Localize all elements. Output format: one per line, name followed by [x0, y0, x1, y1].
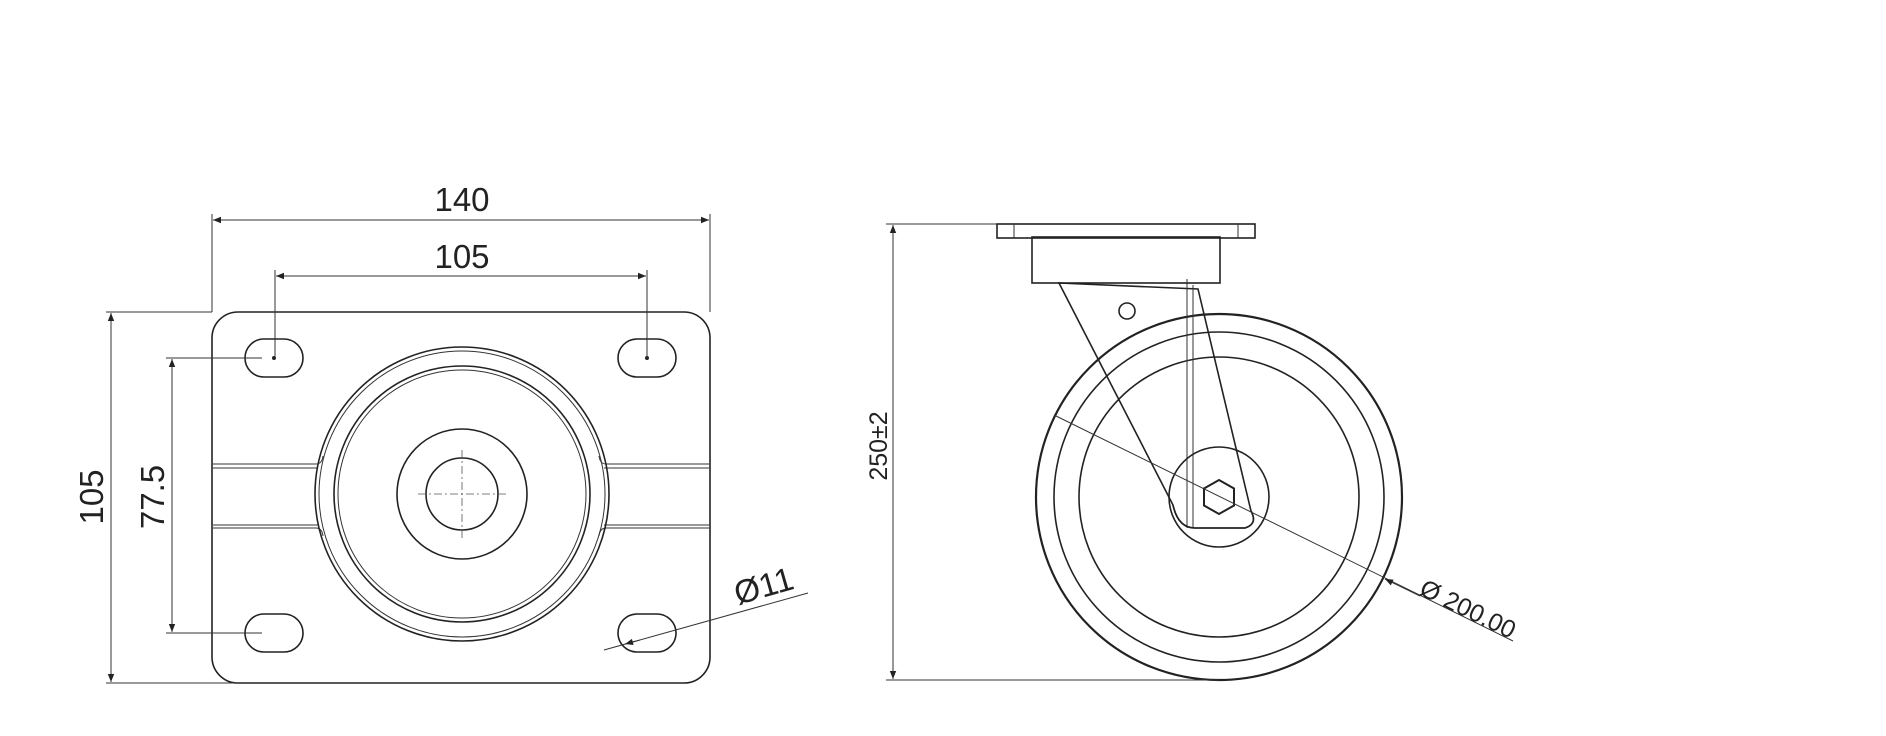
dimension-label: 105 [434, 238, 489, 275]
dimension-label: Ø 200.00 [1415, 574, 1520, 644]
dimension-label: Ø11 [730, 560, 798, 612]
wheel-tread [1034, 312, 1404, 682]
top-plate [996, 223, 1256, 239]
dimension-hole-spacing-y: 77.5 [134, 357, 262, 634]
fork-hole [1118, 302, 1136, 320]
axle-nut-hex [1203, 478, 1235, 516]
dimension-label: 105 [73, 469, 110, 524]
swivel-housing [1031, 236, 1221, 284]
plate-grooves [213, 455, 709, 537]
dimension-overall-width: 140 [211, 181, 711, 312]
dimension-hole-diameter: Ø11 [603, 560, 809, 651]
mounting-plate-outline [211, 311, 711, 684]
wheel-rim [1053, 331, 1385, 663]
dimension-label: 77.5 [134, 465, 171, 529]
top-plate-view: 140 105 105 77.5 Ø11 [73, 181, 809, 684]
dimension-label: 140 [434, 181, 489, 218]
kingpin-hub [396, 428, 528, 560]
wheel-hub [1168, 446, 1270, 548]
wheel-center [1078, 356, 1360, 638]
dimension-wheel-diameter: Ø 200.00 [1053, 414, 1520, 644]
raised-boss-inner [333, 365, 591, 623]
mounting-slot [617, 613, 677, 653]
mounting-slots [244, 338, 677, 653]
dimension-hole-spacing-x: 105 [274, 238, 648, 358]
dimension-label: 250±2 [865, 411, 893, 480]
centerline-cross [418, 450, 506, 540]
fork-leg [1057, 282, 1255, 529]
dimension-overall-height: 250±2 [865, 223, 1219, 681]
caster-side-view: 250±2 Ø 200.00 [865, 223, 1520, 682]
dimension-overall-height: 105 [73, 311, 238, 684]
raised-boss-outer [314, 346, 610, 642]
